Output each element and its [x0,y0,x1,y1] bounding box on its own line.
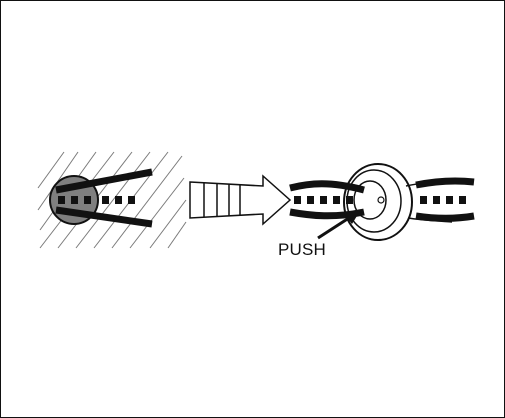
hatch-line [167,221,187,249]
hatch-line [75,151,151,249]
right-cable [289,177,475,222]
cable-dash [420,196,427,204]
cable-dash [102,196,109,204]
right-cable-dashes [294,196,353,204]
cable-upper-strand [55,168,153,194]
cable-dash [294,196,301,204]
cable-dash [346,196,353,204]
hatch-line [149,199,187,249]
left-hatch-lines [37,151,187,249]
exit-cable-dashes [420,196,466,204]
cable-tip [377,196,385,204]
cable-dash [71,196,78,204]
cable-dash [307,196,314,204]
cable-dash [58,196,65,204]
push-arrow-shaft [317,214,353,240]
exit-cable-lower-strand [415,212,475,222]
cable-dash [115,196,122,204]
right-cable-upper-strand [289,180,365,194]
cable-end-icon [49,168,153,228]
hatch-line [129,177,185,249]
push-arrow-head [344,211,360,224]
push-arrow-icon [317,211,360,240]
hatch-line [111,155,183,249]
exit-cable-upper-strand [415,177,475,189]
cable-dash [320,196,327,204]
cable-dash [459,196,466,204]
cable-dash [333,196,340,204]
cable-dash [433,196,440,204]
hatch-line [37,151,65,189]
cable-center-dashes [58,196,135,204]
cable-dash [84,196,91,204]
cable-dash [128,196,135,204]
cable-lower-strand [55,206,153,228]
direction-arrow-icon [189,174,292,226]
push-label: PUSH [278,240,327,259]
cable-dash [446,196,453,204]
